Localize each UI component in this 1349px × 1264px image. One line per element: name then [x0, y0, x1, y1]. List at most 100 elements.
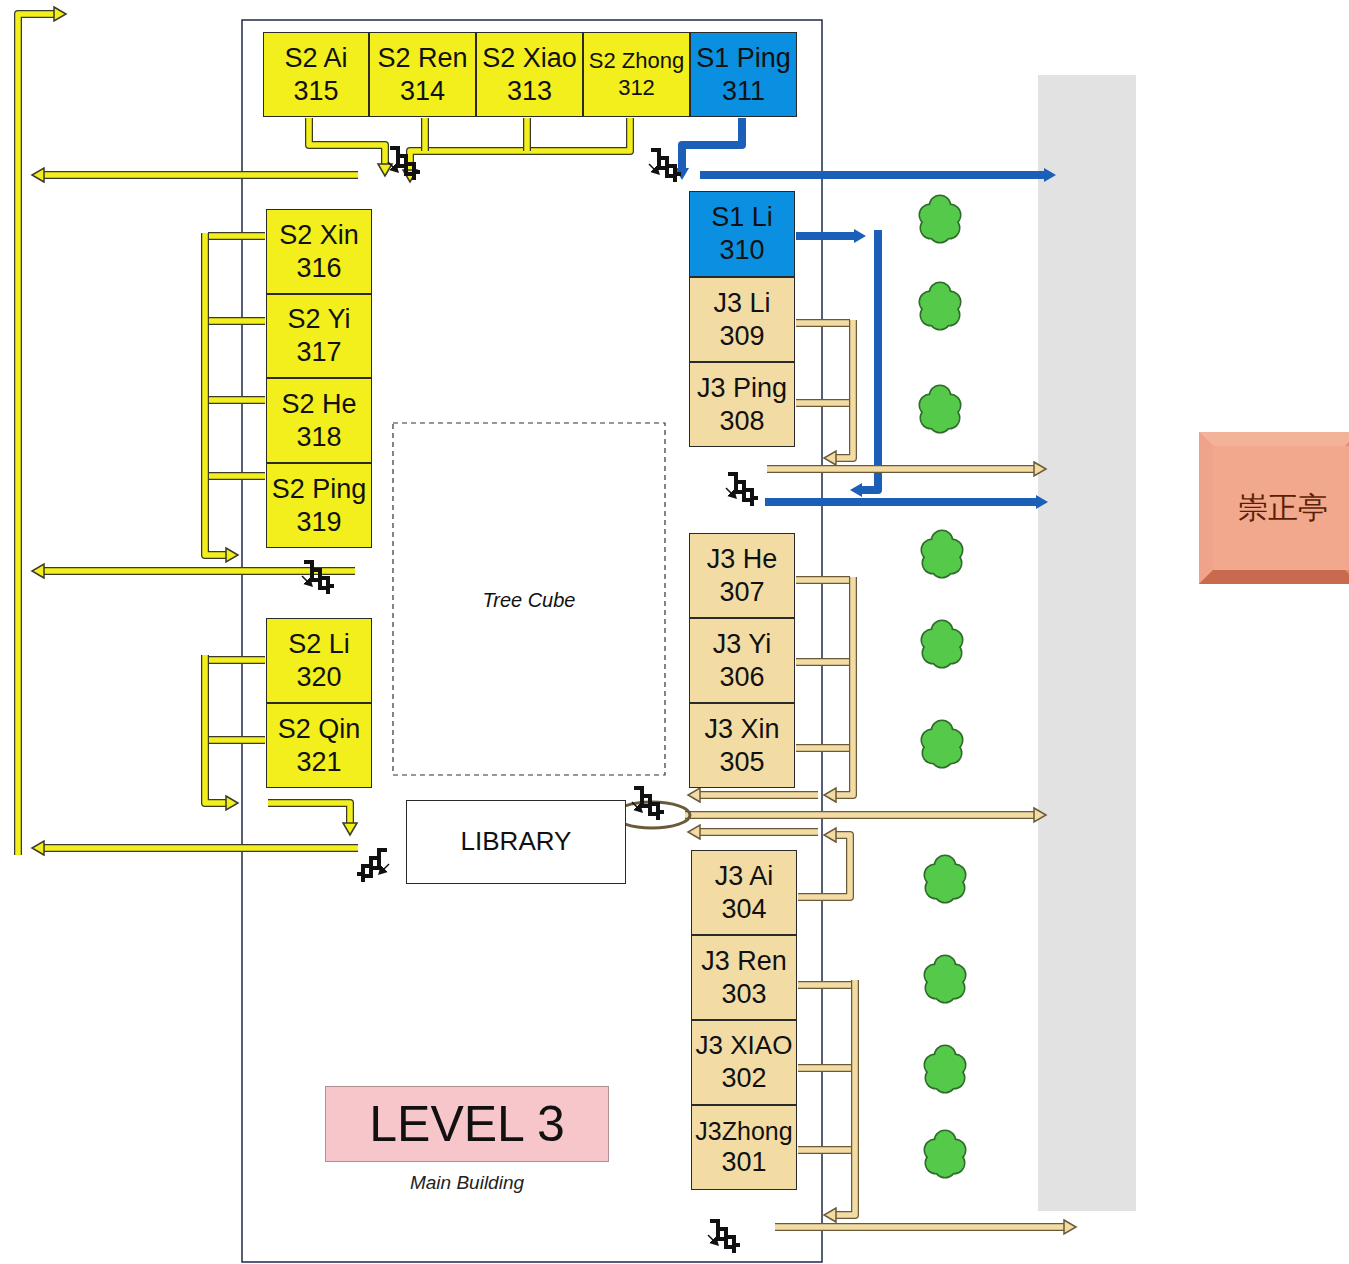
evacuation-arrow	[208, 321, 265, 322]
class-name: S2 Xiao	[482, 42, 577, 75]
plan-stroke	[930, 733, 954, 757]
plan-stroke	[860, 230, 878, 490]
tree-symbol	[919, 195, 962, 244]
evacuation-arrow	[765, 502, 1038, 503]
plan-stroke	[796, 745, 850, 751]
evacuation-arrow	[208, 236, 265, 237]
room-number: 309	[719, 320, 764, 353]
evacuation-arrow	[42, 848, 358, 849]
plan-stroke	[18, 14, 56, 855]
plan-stroke	[1199, 432, 1349, 446]
classroom-box: J3 XIAO302	[691, 1020, 797, 1105]
plan-stroke	[798, 1064, 853, 1072]
plan-stroke	[798, 1147, 853, 1153]
classroom-box: S2 He318	[266, 378, 372, 463]
evacuation-arrow	[796, 236, 856, 237]
plan-stroke	[208, 737, 265, 743]
evacuation-arrow	[685, 815, 1036, 816]
plan-stroke	[302, 576, 308, 582]
plan-stroke	[18, 14, 1066, 1227]
plan-stroke	[205, 655, 228, 803]
evacuation-arrow	[767, 469, 1036, 470]
class-name: S2 Ai	[284, 42, 347, 75]
evacuation-arrow	[205, 655, 228, 803]
plan-stroke	[928, 208, 952, 232]
classroom-box: J3 Ai304	[691, 850, 797, 935]
evacuation-arrow	[42, 175, 358, 176]
staircase-symbol	[632, 788, 664, 820]
evacuation-arrow	[268, 803, 350, 825]
room-number: 318	[296, 421, 341, 454]
class-name: S2 Ping	[272, 473, 367, 506]
plan-stroke	[383, 864, 389, 870]
plan-stroke	[700, 171, 1046, 179]
plan-stroke	[796, 400, 850, 406]
room-number: 312	[618, 75, 655, 102]
tree-symbol	[921, 720, 964, 769]
plan-stroke	[698, 828, 818, 836]
plan-stroke	[42, 567, 355, 575]
plan-stroke	[834, 980, 855, 1215]
evacuation-arrow	[208, 740, 265, 741]
class-name: S2 Xin	[279, 219, 359, 252]
tree-cube-outline	[393, 423, 665, 775]
plan-stroke	[767, 465, 1036, 473]
plan-stroke	[1213, 446, 1349, 570]
plan-stroke	[398, 158, 414, 180]
plan-stroke	[422, 118, 428, 151]
plan-stroke	[767, 466, 1036, 472]
evacuation-arrow	[796, 323, 850, 324]
plan-stroke	[208, 473, 265, 479]
plan-stroke	[205, 655, 228, 803]
plan-stroke	[775, 1223, 1066, 1231]
plan-stroke	[933, 1058, 957, 1082]
room-number: 307	[719, 576, 764, 609]
plan-stroke	[649, 164, 655, 170]
classroom-box: S2 Qin321	[266, 703, 372, 788]
evacuation-arrow	[798, 1150, 853, 1151]
plan-stroke	[765, 498, 1038, 506]
evacuation-arrow	[18, 14, 56, 855]
staircase-symbol	[388, 148, 420, 180]
plan-stroke	[796, 320, 850, 326]
room-number: 314	[400, 75, 445, 108]
plan-stroke	[632, 802, 638, 808]
tree-cube-area: Tree Cube	[400, 580, 658, 620]
evacuation-arrow	[410, 118, 630, 172]
classroom-box: J3 Ping308	[689, 362, 795, 447]
evacuation-arrow	[860, 230, 878, 490]
room-number: 317	[296, 336, 341, 369]
evacuation-arrow	[700, 175, 1046, 176]
class-name: S2 Li	[288, 628, 350, 661]
class-name: J3 Ping	[697, 372, 787, 405]
plan-stroke	[930, 543, 954, 567]
plan-stroke	[18, 14, 56, 855]
classroom-box: S2 Ai315	[263, 32, 369, 117]
plan-stroke	[268, 803, 350, 825]
plan-stroke	[309, 118, 385, 166]
classroom-box: J3 He307	[689, 533, 795, 618]
evacuation-arrow	[796, 748, 850, 749]
plan-stroke	[933, 868, 957, 892]
evacuation-arrow	[798, 985, 853, 986]
evacuation-arrow	[42, 571, 355, 572]
classroom-box: S1 Ping311	[690, 32, 797, 117]
plan-stroke	[208, 233, 265, 239]
class-name: J3 He	[707, 543, 778, 576]
classroom-box: S2 Zhong312	[583, 32, 690, 117]
plan-stroke	[796, 744, 850, 752]
plan-stroke	[205, 233, 228, 555]
evacuation-arrow	[698, 832, 818, 833]
plan-stroke	[796, 577, 850, 583]
room-number: 320	[296, 661, 341, 694]
evacuation-arrow	[208, 476, 265, 477]
evacuation-arrow	[309, 118, 385, 166]
class-name: S2 Ren	[377, 42, 467, 75]
plan-stroke	[796, 399, 850, 407]
area-name: Tree Cube	[482, 588, 575, 612]
plan-stroke	[208, 657, 265, 663]
plan-stroke	[933, 968, 957, 992]
plan-stroke	[708, 1235, 714, 1241]
class-name: J3 XIAO	[696, 1030, 793, 1062]
plan-stroke	[208, 232, 265, 240]
